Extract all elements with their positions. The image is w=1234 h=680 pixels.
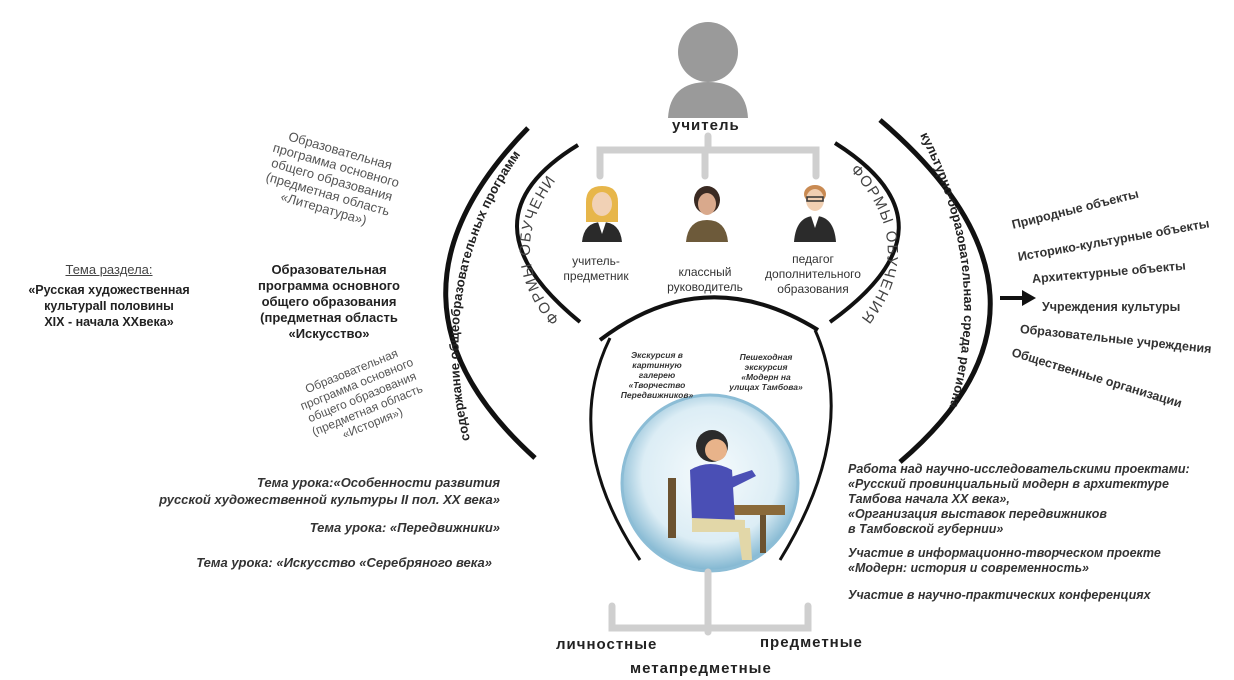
center-circle-right <box>778 329 833 561</box>
center-circle-left <box>589 337 642 561</box>
result-meta: метапредметные <box>630 660 772 677</box>
role-class-teacher: классный руководитель <box>667 265 743 294</box>
center-lens-arc <box>598 295 820 342</box>
left-forms-arc <box>515 143 582 324</box>
right-forms-arc <box>828 141 901 324</box>
lesson-topic-3: Тема урока: «Искусство «Серебряного века… <box>196 555 492 570</box>
lesson-topic-1: Тема урока:«Особенности развития русской… <box>159 475 500 507</box>
result-subject: предметные <box>760 634 863 651</box>
results-bracket <box>608 568 812 636</box>
role-subject-teacher: учитель- предметник <box>563 254 629 283</box>
roles-bracket <box>596 132 820 180</box>
student-bubble <box>620 393 800 573</box>
left-content-label: содержание общеобразовательных программ <box>447 148 524 443</box>
object-culture-institutions: Учреждения культуры <box>1042 300 1181 314</box>
info-project-block: Участие в информационно-творческом проек… <box>848 546 1161 575</box>
conferences-block: Участие в научно-практических конференци… <box>848 588 1151 602</box>
extra-education-teacher-avatar-icon <box>790 180 840 242</box>
right-environment-arc <box>878 118 993 464</box>
left-content-arc <box>443 126 537 460</box>
arrow-right-icon <box>1000 290 1036 306</box>
subject-teacher-avatar-icon <box>572 182 632 242</box>
teacher-avatar-icon <box>668 22 748 118</box>
class-teacher-avatar-icon <box>680 182 734 242</box>
projects-block: Работа над научно-исследовательскими про… <box>848 462 1190 536</box>
program-art: Образовательная программа основного обще… <box>258 262 400 341</box>
excursion-walking: Пешеходная экскурсия «Модерн на улицах Т… <box>729 352 803 392</box>
section-title: «Русская художественная культураII полов… <box>28 283 190 329</box>
teacher-label: учитель <box>672 117 740 134</box>
section-heading: Тема раздела: <box>65 262 153 277</box>
excursion-gallery: Экскурсия в картинную галерею «Творчеств… <box>620 350 694 400</box>
role-extra-education-teacher: педагог дополнительного образования <box>765 252 861 296</box>
lesson-topic-2: Тема урока: «Передвижники» <box>309 520 500 535</box>
right-environment-label: культурно-образовательная среда региона <box>917 130 976 411</box>
result-personal: личностные <box>556 636 658 653</box>
